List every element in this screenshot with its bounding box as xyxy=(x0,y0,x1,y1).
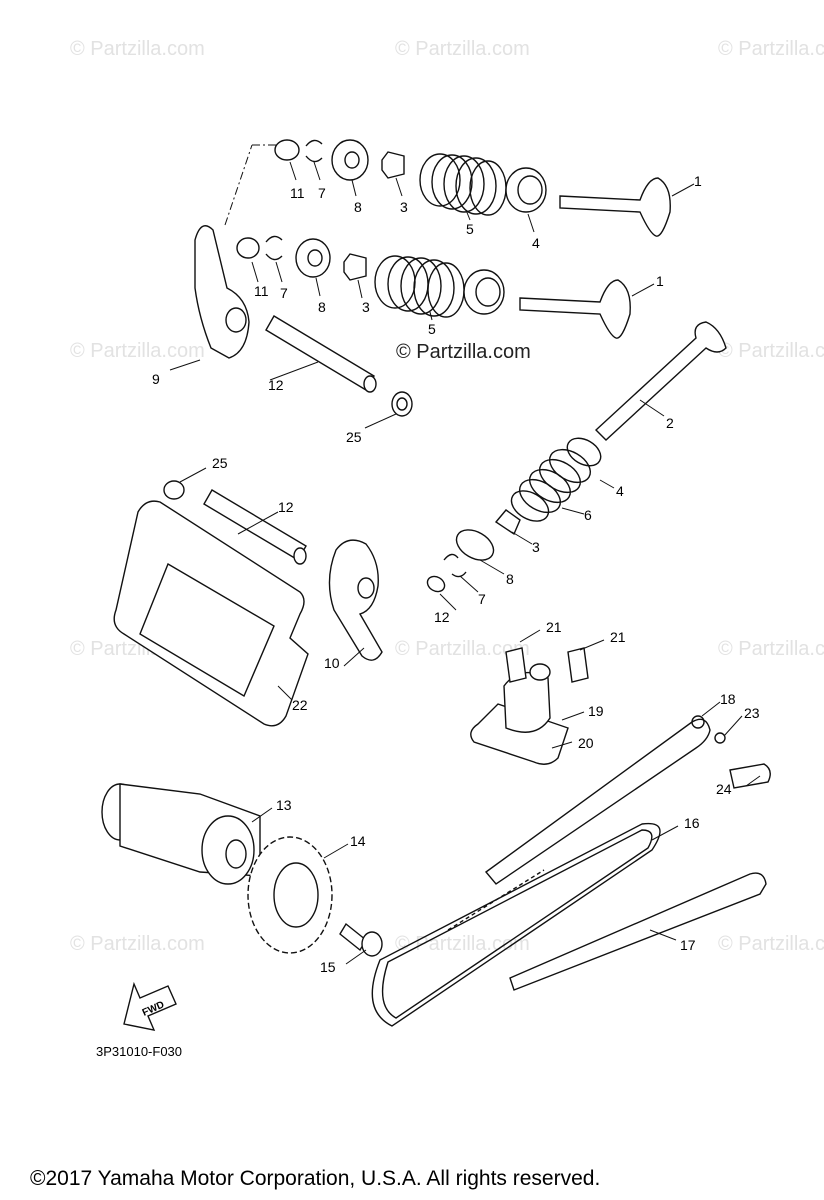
camshaft-13 xyxy=(101,783,261,885)
callout-14: 14 xyxy=(350,833,366,849)
callout-3: 3 xyxy=(400,199,408,215)
rocker-shaft-12-upper xyxy=(265,315,413,417)
callout-13: 13 xyxy=(276,797,292,813)
watermark: © Partzilla.com xyxy=(718,933,824,955)
callout-11: 12 xyxy=(434,609,450,625)
callout-17: 17 xyxy=(680,937,696,953)
callout-21: 21 xyxy=(546,619,562,635)
callout-12: 12 xyxy=(268,377,284,393)
watermark: © Partzilla.com xyxy=(395,638,530,660)
watermark: © Partzilla.com xyxy=(70,340,205,362)
callout-22: 22 xyxy=(292,697,308,713)
callout-1: 1 xyxy=(656,273,664,289)
leader-lines xyxy=(169,161,761,965)
callout-6: 6 xyxy=(584,507,592,523)
callout-3: 3 xyxy=(362,299,370,315)
cam-sprocket-14 xyxy=(247,836,333,954)
watermark-center: © Partzilla.com xyxy=(396,341,531,363)
callout-10: 10 xyxy=(324,655,340,671)
callout-5: 5 xyxy=(466,221,474,237)
chain-guide-17 xyxy=(509,872,767,991)
watermark: © Partzilla.com xyxy=(718,638,824,660)
callout-7: 7 xyxy=(478,591,486,607)
callout-labels: 11 7 8 3 5 4 1 11 7 8 3 5 1 9 12 25 2 25… xyxy=(152,173,760,975)
watermark-layer: © Partzilla.com © Partzilla.com © Partzi… xyxy=(70,38,824,955)
diagram-code: 3P31010-F030 xyxy=(96,1044,182,1059)
callout-11: 11 xyxy=(290,185,305,201)
callout-8: 8 xyxy=(506,571,514,587)
callout-25: 25 xyxy=(212,455,228,471)
chain-tensioner xyxy=(470,647,589,765)
sprocket-bolt-15 xyxy=(339,922,383,957)
middle-valve-assembly xyxy=(236,235,631,339)
gasket-22 xyxy=(113,500,309,727)
watermark: © Partzilla.com xyxy=(718,340,824,362)
watermark: © Partzilla.com xyxy=(70,38,205,60)
callout-7: 7 xyxy=(318,185,326,201)
valve-2 xyxy=(426,321,727,593)
callout-20: 20 xyxy=(578,735,594,751)
copyright-text: ©2017 Yamaha Motor Corporation, U.S.A. A… xyxy=(30,1167,600,1190)
callout-16: 16 xyxy=(684,815,700,831)
callout-5: 5 xyxy=(428,321,436,337)
callout-15: 15 xyxy=(320,959,336,975)
callout-11: 11 xyxy=(254,283,269,299)
callout-19: 19 xyxy=(588,703,604,719)
watermark: © Partzilla.com xyxy=(70,933,205,955)
callout-3: 3 xyxy=(532,539,540,555)
callout-1: 1 xyxy=(694,173,702,189)
callout-9: 9 xyxy=(152,371,160,387)
fwd-arrow: FWD xyxy=(123,981,177,1031)
watermark: © Partzilla.com xyxy=(395,38,530,60)
watermark: © Partzilla.com xyxy=(718,38,824,60)
rocker-arm-10 xyxy=(328,539,383,661)
callout-2: 2 xyxy=(666,415,674,431)
callout-18: 18 xyxy=(720,691,736,707)
callout-8: 8 xyxy=(354,199,362,215)
callout-25: 25 xyxy=(346,429,362,445)
chain-guide-18 xyxy=(484,715,771,885)
callout-4: 4 xyxy=(616,483,624,499)
callout-23: 23 xyxy=(744,705,760,721)
cam-chain-16 xyxy=(371,822,661,1027)
callout-12: 12 xyxy=(278,499,294,515)
callout-4: 4 xyxy=(532,235,540,251)
watermark: © Partzilla.com xyxy=(395,933,530,955)
callout-7: 7 xyxy=(280,285,288,301)
callout-24: 24 xyxy=(716,781,732,797)
rocker-arm-9 xyxy=(194,144,278,359)
callout-8: 8 xyxy=(318,299,326,315)
callout-21: 21 xyxy=(610,629,626,645)
upper-valve-assembly xyxy=(274,139,671,237)
